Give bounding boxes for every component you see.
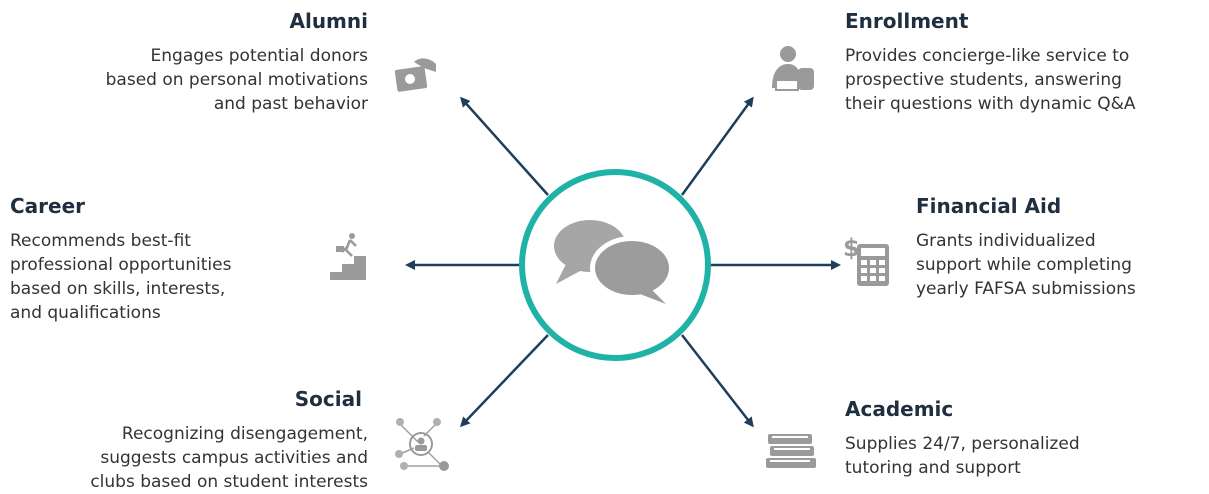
stairs-climb-icon [330,233,366,280]
node-description: Engages potential donors based on person… [105,46,368,114]
money-hand-icon [394,58,436,92]
chat-bubbles-icon [554,220,674,304]
node-title: Alumni [289,9,368,33]
node-description: Supplies 24/7, personalized tutoring and… [845,434,1080,478]
node-academic: Academic Supplies 24/7, personalized tut… [845,396,1195,480]
books-stack-icon [766,434,816,468]
arrow-to-social [459,334,549,428]
node-social: Social Recognizing disengagement, sugges… [20,386,368,494]
node-enrollment: Enrollment Provides concierge-like servi… [845,8,1205,116]
arrow-to-alumni [459,96,549,196]
node-title: Financial Aid [916,194,1062,218]
dollar-calculator-icon: $ [843,234,889,286]
node-financial-aid: Financial Aid Grants individualized supp… [916,193,1206,301]
people-network-icon [395,418,449,471]
student-backpack-icon [772,46,814,91]
node-title: Academic [845,397,954,421]
node-description: Grants individualized support while comp… [916,231,1136,299]
node-career: Career Recommends best-fit professional … [10,193,330,325]
node-description: Recommends best-fit professional opportu… [10,231,232,323]
node-description: Provides concierge-like service to prosp… [845,46,1136,114]
svg-text:$: $ [843,234,860,262]
node-title: Career [10,194,86,218]
arrow-to-enrollment [680,96,754,196]
node-title: Enrollment [845,9,969,33]
node-alumni: Alumni Engages potential donors based on… [20,8,368,116]
node-title: Social [294,387,362,411]
node-description: Recognizing disengagement, suggests camp… [90,424,368,492]
arrow-to-academic [681,334,754,428]
